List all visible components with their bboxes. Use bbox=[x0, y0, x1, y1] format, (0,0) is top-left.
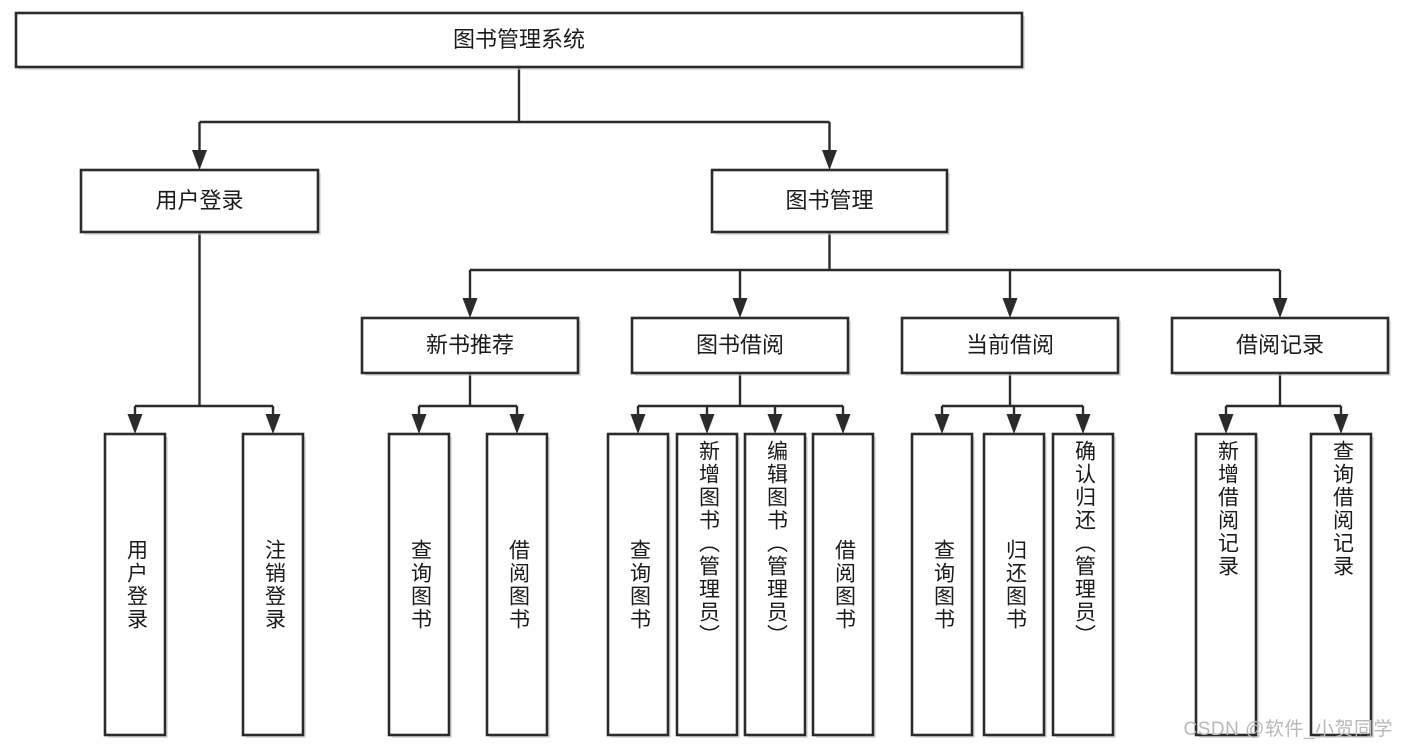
node-box[interactable] bbox=[14, 11, 1024, 69]
node-l-addrec[interactable] bbox=[1194, 432, 1259, 738]
node-box[interactable] bbox=[387, 432, 451, 737]
node-box[interactable] bbox=[79, 168, 320, 234]
node-box[interactable] bbox=[1170, 316, 1390, 375]
node-box[interactable] bbox=[811, 432, 875, 737]
watermark: CSDN @软件_小贺同学 bbox=[1183, 719, 1393, 740]
node-label: 图书管理系统 bbox=[453, 27, 585, 52]
node-l-borrow1[interactable] bbox=[485, 432, 550, 738]
node-l-query1[interactable] bbox=[387, 432, 452, 738]
node-box[interactable] bbox=[910, 432, 974, 737]
node-l-confirm[interactable] bbox=[1051, 432, 1116, 738]
node-n-newrec[interactable]: 新书推荐 bbox=[360, 316, 581, 376]
node-l-queryrec[interactable] bbox=[1309, 432, 1374, 738]
node-n-login[interactable]: 用户登录 bbox=[79, 168, 321, 235]
edge-group-root bbox=[192, 67, 837, 170]
node-label: 新书推荐 bbox=[426, 332, 514, 357]
node-box[interactable] bbox=[710, 168, 949, 234]
node-l-userlogin[interactable] bbox=[103, 432, 168, 738]
node-n-record[interactable]: 借阅记录 bbox=[1170, 316, 1391, 376]
node-box[interactable] bbox=[1309, 432, 1373, 737]
node-n-curbor[interactable]: 当前借阅 bbox=[900, 316, 1121, 376]
edge-group-n-newrec bbox=[411, 373, 525, 434]
node-box[interactable] bbox=[103, 432, 167, 737]
node-box[interactable] bbox=[900, 316, 1120, 375]
node-label: 图书借阅 bbox=[696, 332, 784, 357]
node-l-borrow2[interactable] bbox=[811, 432, 876, 738]
node-l-addbook[interactable] bbox=[675, 432, 740, 738]
node-n-borrow[interactable]: 图书借阅 bbox=[630, 316, 851, 376]
node-box[interactable] bbox=[743, 432, 807, 737]
node-box[interactable] bbox=[485, 432, 549, 737]
node-l-editbook[interactable] bbox=[743, 432, 808, 738]
node-label: 图书管理 bbox=[785, 188, 873, 213]
node-box[interactable] bbox=[1194, 432, 1258, 737]
node-root[interactable]: 图书管理系统 bbox=[14, 11, 1025, 70]
node-box[interactable] bbox=[606, 432, 670, 737]
node-l-logout[interactable] bbox=[241, 432, 306, 738]
node-n-bookmg[interactable]: 图书管理 bbox=[710, 168, 950, 235]
node-box[interactable] bbox=[630, 316, 850, 375]
node-l-return[interactable] bbox=[982, 432, 1047, 738]
edge-group-n-record bbox=[1218, 373, 1349, 434]
node-label: 借阅记录 bbox=[1236, 332, 1324, 357]
edge-group-n-curbor bbox=[934, 373, 1091, 434]
node-box[interactable] bbox=[241, 432, 305, 737]
edge-group-n-borrow bbox=[630, 373, 851, 434]
node-label: 当前借阅 bbox=[966, 332, 1054, 357]
edge-group-n-bookmg bbox=[462, 232, 1288, 318]
node-box[interactable] bbox=[1051, 432, 1115, 737]
edge-group-n-login bbox=[127, 232, 281, 434]
node-box[interactable] bbox=[982, 432, 1046, 737]
node-l-query2[interactable] bbox=[606, 432, 671, 738]
node-box[interactable] bbox=[360, 316, 580, 375]
node-l-query3[interactable] bbox=[910, 432, 975, 738]
node-label: 用户登录 bbox=[155, 188, 243, 213]
node-box[interactable] bbox=[675, 432, 739, 737]
